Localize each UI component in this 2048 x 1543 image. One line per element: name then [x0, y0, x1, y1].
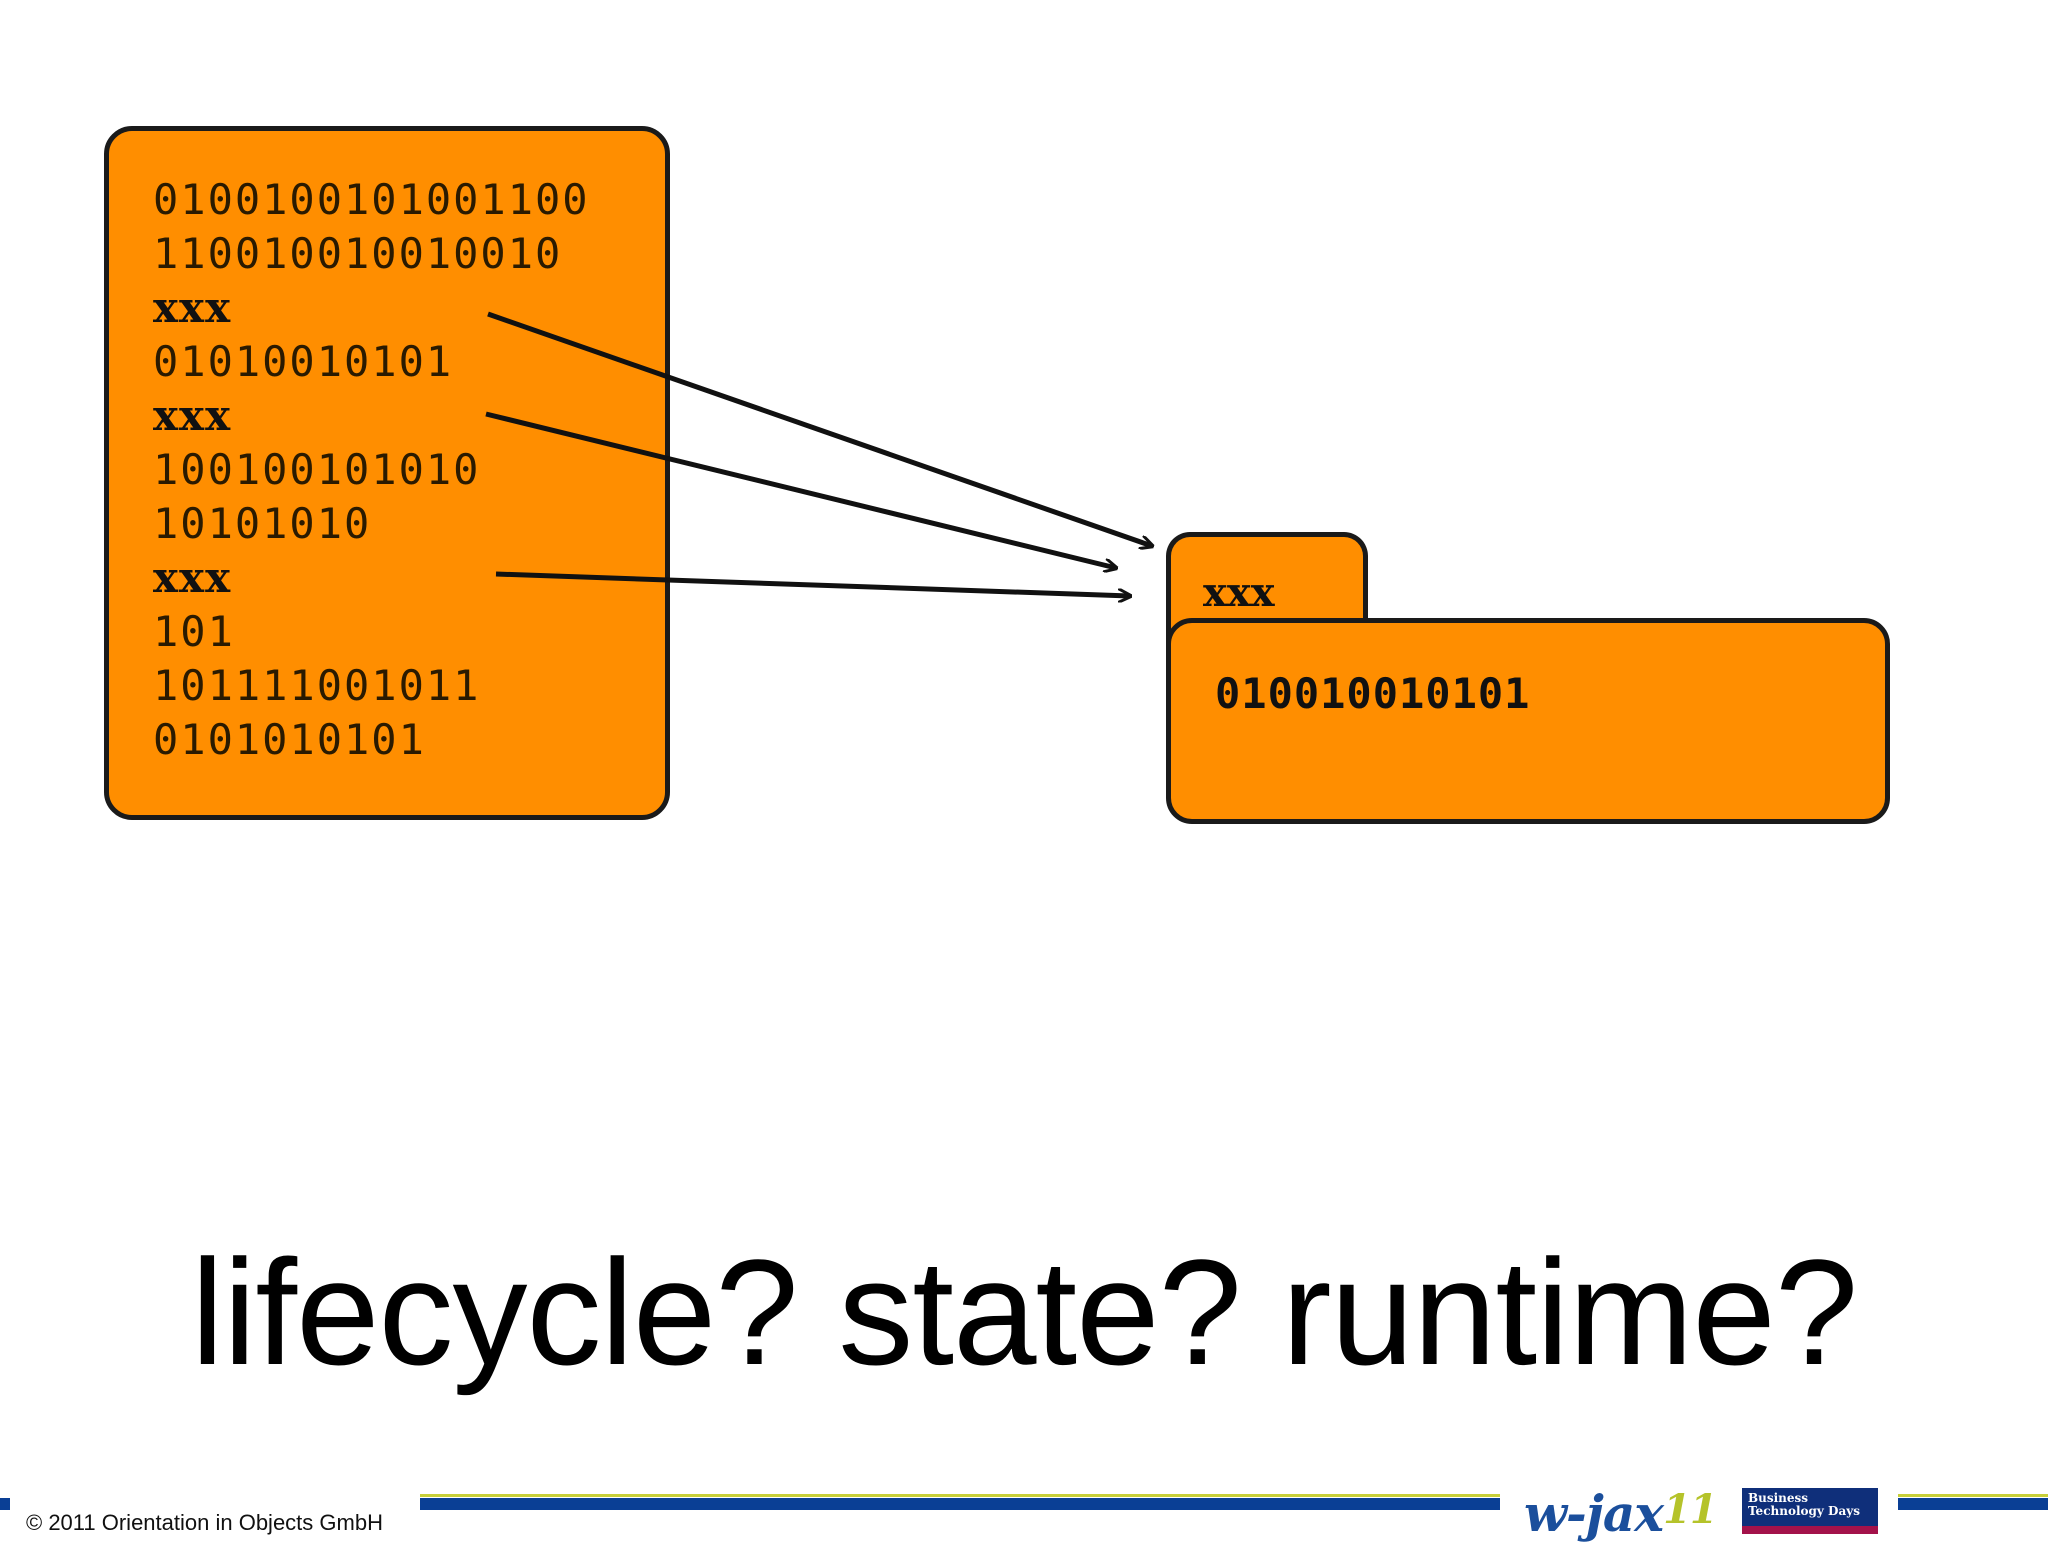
business-technology-days-logo: Business Technology Days	[1742, 1488, 1878, 1534]
binary-line: 01010010101	[153, 337, 454, 386]
slide-headline: lifecycle? state? runtime?	[190, 1228, 1858, 1396]
footer-rule	[0, 1498, 10, 1510]
binary-line: 101111001011	[153, 661, 481, 710]
wjax-logo-number: 11	[1663, 1486, 1718, 1533]
footer-rule	[1898, 1494, 2048, 1497]
target-tab-label: xxx	[1203, 569, 1275, 616]
footer-rule	[420, 1494, 1500, 1497]
target-block-value: 010010010101	[1215, 669, 1531, 718]
footer-rule	[1898, 1498, 2048, 1510]
target-block: 010010010101	[1166, 618, 1890, 824]
placeholder-marker: xxx	[153, 283, 232, 332]
binary-line: 110010010010010	[153, 229, 563, 278]
binary-lines: 0100100101001100 110010010010010 xxx 010…	[153, 173, 590, 767]
binary-line: 101	[153, 607, 235, 656]
binary-line: 0101010101	[153, 715, 426, 764]
source-code-block: 0100100101001100 110010010010010 xxx 010…	[104, 126, 670, 820]
binary-line: 100100101010	[153, 445, 481, 494]
slide-footer: © 2011 Orientation in Objects GmbH w-jax…	[0, 1480, 2048, 1543]
copyright-text: © 2011 Orientation in Objects GmbH	[26, 1510, 383, 1535]
footer-rule	[420, 1498, 1500, 1510]
binary-line: 0100100101001100	[153, 175, 590, 224]
logo-stripe	[1742, 1526, 1878, 1534]
wjax-logo: w-jax11	[1524, 1484, 1718, 1543]
placeholder-marker: xxx	[153, 391, 232, 440]
wjax-logo-name: w-jax	[1524, 1484, 1664, 1543]
placeholder-marker: xxx	[153, 553, 232, 602]
sponsor-logo-text: Business Technology Days	[1748, 1491, 1860, 1518]
binary-line: 10101010	[153, 499, 372, 548]
